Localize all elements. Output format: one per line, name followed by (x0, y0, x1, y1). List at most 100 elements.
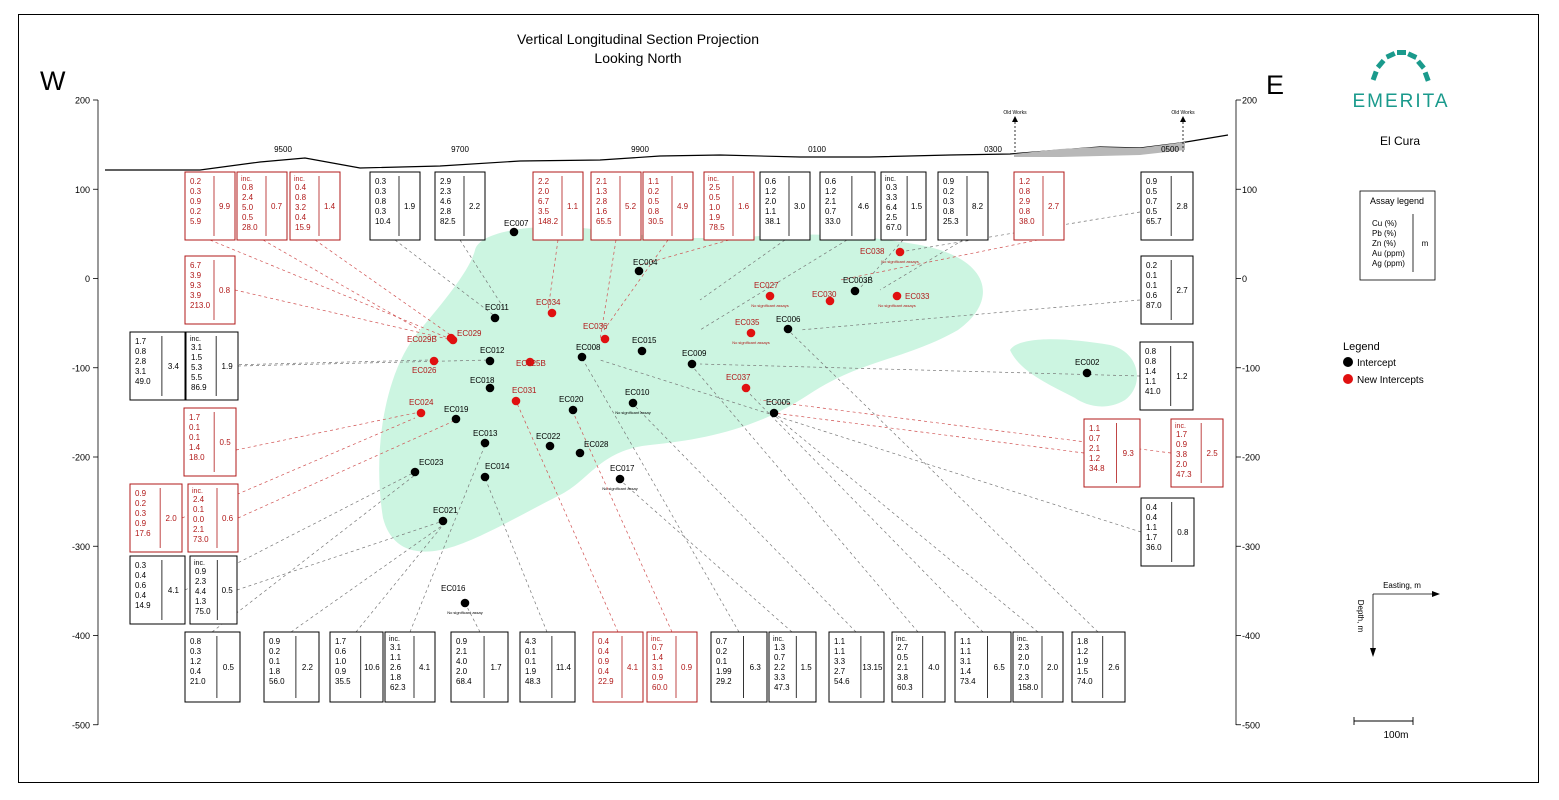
assay-box: 1.81.21.91.574.02.6 (1071, 631, 1126, 703)
assay-connector-line (459, 239, 506, 311)
assay-box-frame (434, 171, 486, 241)
depth-tick-label: -200 (1242, 453, 1260, 463)
assay-value: 0.1 (525, 657, 537, 666)
intercept-marker (485, 383, 495, 393)
intercept-marker (1082, 368, 1092, 378)
intercept-marker (615, 474, 625, 484)
hole-label: EC010 (625, 388, 650, 397)
assay-value: 6.7 (190, 261, 202, 270)
assay-box-frame (184, 631, 241, 703)
assay-value: 0.1 (269, 657, 281, 666)
assay-value: 1.1 (834, 637, 846, 646)
assay-value: 2.4 (193, 495, 205, 504)
intercept-marker (634, 266, 644, 276)
assay-width: 1.9 (222, 362, 234, 371)
title-line-2: Looking North (594, 50, 682, 66)
assay-value: 1.3 (774, 643, 786, 652)
assay-value: 0.6 (825, 177, 837, 186)
new-intercept-marker (825, 296, 835, 306)
assay-width: 2.0 (166, 514, 178, 523)
assay-inc-label: inc. (389, 636, 400, 643)
assay-box-frame (185, 331, 239, 401)
hole-label: EC015 (632, 336, 657, 345)
assay-value: 1.1 (1145, 377, 1157, 386)
assay-value: 0.2 (648, 187, 660, 196)
assay-box-frame (880, 171, 927, 241)
new-intercept-marker (446, 333, 456, 343)
assay-box: 4.30.10.11.948.311.4 (519, 631, 576, 703)
assay-value: 4.0 (456, 657, 468, 666)
assay-value: 3.1 (960, 657, 972, 666)
assay-value: 1.1 (648, 177, 660, 186)
assay-value: 1.2 (765, 187, 777, 196)
assay-box: 0.30.40.60.414.94.1 (129, 555, 186, 625)
assay-width: 1.2 (1176, 372, 1188, 381)
assay-value: 1.1 (765, 207, 777, 216)
assay-value: 1.8 (269, 667, 281, 676)
hole-label: EC027 (754, 281, 779, 290)
assay-value: 0.5 (648, 197, 660, 206)
assay-box-frame (384, 631, 436, 703)
assay-value: 0.3 (375, 207, 387, 216)
assay-width: 2.7 (1048, 202, 1060, 211)
assay-box-frame (891, 631, 946, 703)
assay-value: 0.9 (190, 197, 202, 206)
assay-inc-label: inc. (294, 176, 305, 183)
assay-value: 29.2 (716, 677, 732, 686)
intercept-marker (451, 414, 461, 424)
new-intercept-marker (429, 356, 439, 366)
hole-label: EC025B (516, 359, 546, 368)
assay-value: 0.7 (716, 637, 728, 646)
project-name: El Cura (1379, 134, 1420, 148)
assay-value: 0.8 (375, 197, 387, 206)
hole-label: EC016 (441, 584, 466, 593)
intercept-marker (769, 408, 779, 418)
assay-value: 0.9 (195, 567, 207, 576)
hole-label: EC005 (766, 398, 791, 407)
hole-note: No significant assays (751, 303, 789, 308)
new-intercept-marker (895, 247, 905, 257)
hole-label: EC012 (480, 346, 505, 355)
assay-connector-line (799, 299, 1141, 331)
mineralised-zone (379, 226, 983, 552)
assay-width: 11.4 (556, 663, 572, 672)
assay-value: 67.0 (886, 223, 902, 232)
assay-width: 4.1 (627, 663, 639, 672)
assay-value: 2.1 (1089, 444, 1101, 453)
assay-value: 1.2 (1089, 454, 1101, 463)
assay-value: 17.6 (135, 529, 151, 538)
assay-value: 1.3 (596, 187, 608, 196)
hole-label: EC002 (1075, 358, 1100, 367)
assay-value: 0.4 (1146, 503, 1158, 512)
assay-value: 73.0 (193, 535, 209, 544)
assay-width: 0.5 (220, 438, 232, 447)
assay-box-frame (189, 555, 238, 625)
assay-box: 0.61.22.10.733.04.6 (819, 171, 876, 241)
assay-box: 1.70.82.83.149.03.4 (129, 331, 186, 401)
assay-value: 0.9 (1146, 177, 1158, 186)
assay-value: 15.9 (295, 223, 311, 232)
assay-value: 1.3 (195, 597, 207, 606)
assay-box-frame (369, 171, 421, 241)
assay-value: 0.8 (1145, 347, 1157, 356)
assay-value: 4.6 (440, 197, 452, 206)
hole-label: EC026 (412, 366, 437, 375)
assay-value: 2.1 (825, 197, 837, 206)
assay-value: 213.0 (190, 301, 211, 310)
assay-value: 0.2 (269, 647, 281, 656)
assay-value: 1.7 (135, 337, 147, 346)
assay-value: 1.1 (960, 647, 972, 656)
assay-value: 3.9 (190, 271, 202, 280)
assay-value: 33.0 (825, 217, 841, 226)
assay-value: 47.3 (774, 683, 790, 692)
assay-legend-item: Cu (%) (1372, 219, 1397, 228)
assay-value: 1.0 (335, 657, 347, 666)
assay-box-frame (519, 631, 576, 703)
intercept-marker (490, 313, 500, 323)
assay-value: 22.9 (598, 677, 614, 686)
assay-value: 0.4 (598, 637, 610, 646)
assay-value: 3.9 (190, 291, 202, 300)
assay-value: 2.7 (834, 667, 846, 676)
